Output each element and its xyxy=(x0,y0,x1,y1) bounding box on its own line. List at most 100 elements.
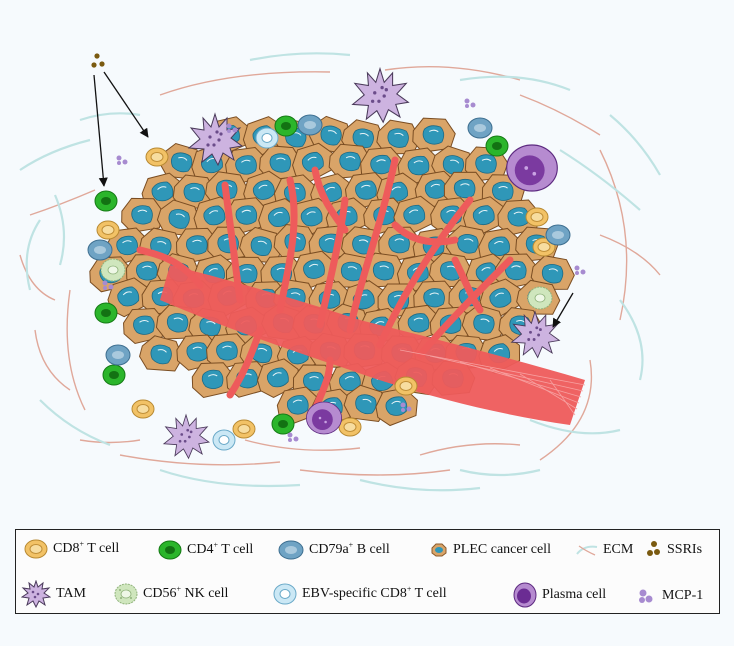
legend-label: ECM xyxy=(603,542,634,557)
ecm-fiber xyxy=(19,138,91,171)
ebv-cd8-t-cell-icon xyxy=(273,583,297,605)
legend-label: EBV-specific CD8+ T cell xyxy=(302,584,447,601)
ecm-fiber xyxy=(249,52,351,62)
plec-cancer-cell xyxy=(256,358,299,399)
ecm-fiber xyxy=(384,65,521,81)
legend-label: Plasma cell xyxy=(542,587,607,602)
legend-plasma-cell: Plasma cell xyxy=(513,582,606,608)
tumor-microenvironment-illustration xyxy=(19,52,661,492)
vessel-branch xyxy=(346,156,399,334)
ebv-cd8-t-cell xyxy=(255,127,279,149)
ecm-fiber xyxy=(25,219,41,291)
ecm-fiber xyxy=(459,468,541,477)
mcp-1 xyxy=(464,98,476,108)
cd4-t-cell xyxy=(271,413,295,435)
plec-cancer-cell xyxy=(292,142,334,183)
mcp-1 xyxy=(400,402,412,412)
legend-label: CD8+ T cell xyxy=(53,539,120,556)
vessel-branch xyxy=(391,221,459,246)
cd8-t-cell xyxy=(525,207,549,227)
ecm-fiber xyxy=(244,439,361,451)
ecm-fiber xyxy=(79,112,141,122)
plec-cancer-cell xyxy=(375,387,418,427)
mcp-1 xyxy=(574,265,586,275)
vessel-branch xyxy=(226,326,264,399)
legend-label: TAM xyxy=(56,586,86,601)
plec-cancer-cell xyxy=(376,119,421,155)
legend-box: CD8+ T cell CD4+ T cell CD79a+ B cell PL… xyxy=(15,529,720,614)
ecm-fiber xyxy=(299,469,451,476)
ecm-fiber xyxy=(79,439,141,444)
cd4-t-cell-icon xyxy=(158,540,182,560)
plasma-cell xyxy=(506,144,558,192)
ecm-fiber xyxy=(519,94,601,136)
ssri-arrow xyxy=(103,71,149,138)
blood-vessel xyxy=(136,156,586,425)
ecm-fiber xyxy=(66,289,86,411)
cd56-nk-cell xyxy=(527,286,553,310)
cd56-nk-cell xyxy=(100,258,126,282)
ssri-icon xyxy=(647,541,660,556)
ecm-fiber xyxy=(419,443,521,456)
plec-cancer-cell xyxy=(159,142,204,180)
vessel-texture xyxy=(459,361,582,398)
ebv-cd8-t-cell xyxy=(212,429,236,451)
ecm-fiber xyxy=(599,234,661,276)
vessel-branch xyxy=(221,181,244,304)
vessel-texture xyxy=(519,373,578,410)
legend-label: MCP-1 xyxy=(662,588,704,603)
cd8-t-cell xyxy=(96,220,120,240)
vessel-branch xyxy=(416,256,514,359)
tam-icon xyxy=(21,580,51,608)
legend-ecm: ECM xyxy=(576,542,633,558)
cd4-t-cell xyxy=(102,364,126,386)
plec-cancer-cell xyxy=(393,195,436,236)
plec-cancer-cell xyxy=(225,197,269,235)
legend-label: PLEC cancer cell xyxy=(453,542,551,557)
cd8-t-cell xyxy=(131,399,155,419)
plec-cancer-cell xyxy=(530,255,575,290)
plec-cancer-cell xyxy=(206,333,250,370)
ssri-arrows xyxy=(91,53,574,328)
ecm-fibers xyxy=(19,52,661,492)
mcp-1 xyxy=(116,155,128,165)
tam-macrophage xyxy=(187,112,244,167)
cd79a-b-cell xyxy=(467,117,493,139)
cd4-t-cell xyxy=(94,190,118,212)
legend-label: SSRIs xyxy=(667,542,703,557)
ecm-fiber xyxy=(539,359,593,461)
cd8-t-cell xyxy=(394,376,418,396)
vessel-branch xyxy=(316,196,349,329)
ssri-arrow xyxy=(552,292,574,328)
ecm-fiber xyxy=(459,75,571,92)
mcp-1 xyxy=(287,432,299,442)
cd4-t-cell xyxy=(274,115,298,137)
plasma-cell-icon xyxy=(513,582,537,608)
legend-label: CD79a+ B cell xyxy=(309,540,390,557)
immune-cells xyxy=(87,66,586,460)
vessel-branch xyxy=(136,246,204,289)
legend-tam: TAM xyxy=(21,580,86,608)
ecm-fiber xyxy=(53,194,66,266)
legend-cd79a-b-cell: CD79a+ B cell xyxy=(278,540,390,560)
cd79a-b-cell xyxy=(105,344,131,366)
ssri-arrow xyxy=(93,74,108,187)
ecm-icon xyxy=(576,545,598,556)
cd8-t-cell xyxy=(145,147,169,167)
ecm-fiber xyxy=(34,329,71,391)
ecm-fiber xyxy=(119,454,281,466)
cd8-t-cell xyxy=(338,417,362,437)
plec-cancer-cell xyxy=(121,197,165,233)
vessel-texture xyxy=(489,367,580,404)
vessel-texture xyxy=(429,355,584,392)
ecm-fiber xyxy=(599,149,628,321)
legend-cd4-t-cell: CD4+ T cell xyxy=(158,540,253,560)
cd8-t-cell xyxy=(232,419,256,439)
legend-cd8-t-cell: CD8+ T cell xyxy=(24,539,119,559)
tam-macrophage xyxy=(162,413,211,460)
vessel-texture xyxy=(549,379,576,416)
legend-label: CD56+ NK cell xyxy=(143,584,229,601)
nk-cell-icon xyxy=(114,583,138,605)
plec-cancer-cell xyxy=(259,145,303,181)
tam-macrophage xyxy=(510,310,561,359)
